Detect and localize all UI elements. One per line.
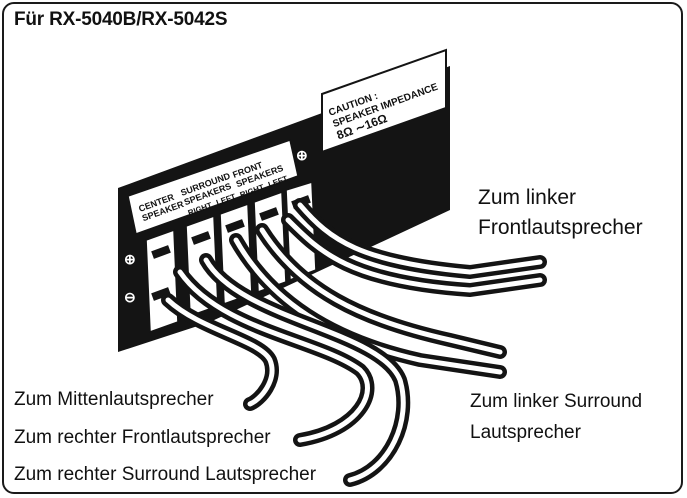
callout-front-right: Zum rechter Frontlautsprecher — [14, 427, 271, 448]
callout-front-left-1: Zum linker — [478, 186, 577, 209]
terminal-label-strip — [127, 139, 299, 235]
callout-center: Zum Mittenlautsprecher — [14, 389, 214, 410]
caution-box — [321, 48, 447, 154]
callout-front-left-2: Frontlautsprecher — [478, 216, 643, 239]
speaker-cables — [161, 198, 547, 487]
callout-surround-left-1: Zum linker Surround — [470, 391, 643, 412]
plus-symbol-right: ⊕ — [296, 147, 308, 163]
callout-surround-left-2: Lautsprecher — [470, 422, 581, 443]
plus-symbol-left: ⊕ — [124, 251, 136, 267]
minus-symbol-left: ⊖ — [124, 289, 136, 305]
callout-surround-right: Zum rechter Surround Lautsprecher — [14, 464, 317, 485]
diagram-title: Für RX-5040B/RX-5042S — [14, 9, 228, 30]
